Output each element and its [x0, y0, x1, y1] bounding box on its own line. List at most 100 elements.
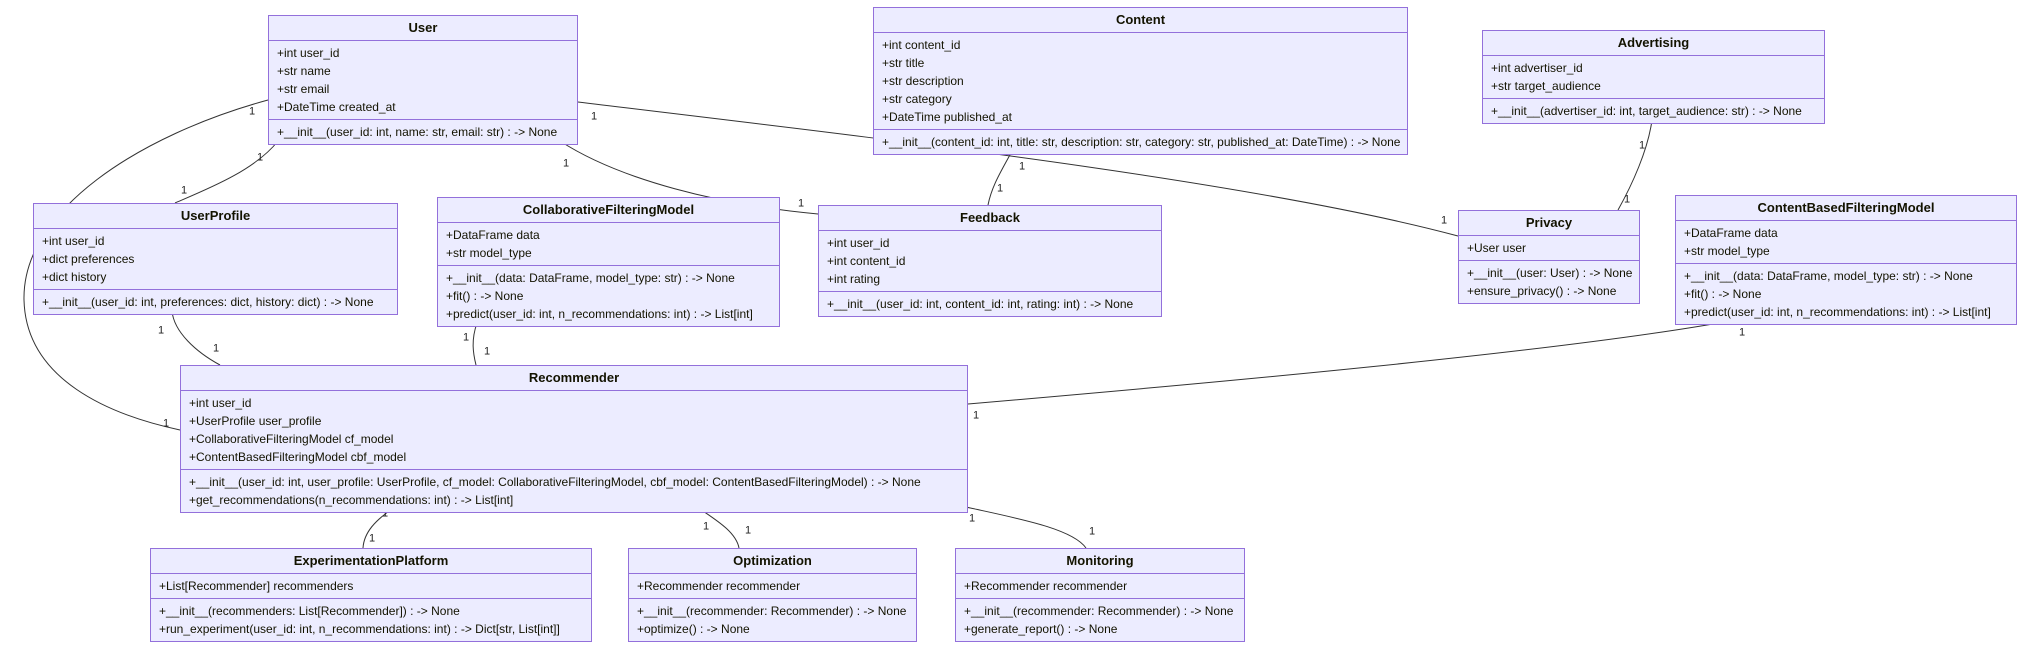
class-method: +__init__(recommender: Recommender) : ->…	[637, 604, 907, 618]
class-attribute: +int content_id	[882, 38, 961, 52]
multiplicity-label: 1	[1088, 525, 1096, 538]
class-attribute: +int user_id	[189, 396, 252, 410]
class-attribute: +DateTime published_at	[882, 110, 1012, 124]
class-attribute: +dict preferences	[42, 252, 135, 266]
edge-user-userprofile	[174, 140, 279, 204]
class-method: +__init__(user_id: int, content_id: int,…	[827, 297, 1134, 311]
methods-section: +__init__(recommender: Recommender) : ->…	[629, 599, 916, 641]
multiplicity-label: 1	[483, 345, 491, 358]
class-attribute: +DateTime created_at	[277, 100, 396, 114]
attributes-section: +Recommender recommender	[629, 574, 916, 599]
class-title: Optimization	[629, 549, 916, 574]
class-box-privacy: Privacy +User user +__init__(user: User)…	[1458, 210, 1640, 304]
class-box-experimentationplatform: ExperimentationPlatform +List[Recommende…	[150, 548, 592, 642]
class-method: +optimize() : -> None	[637, 622, 750, 636]
class-title: CollaborativeFilteringModel	[438, 198, 779, 223]
edge-user-privacy	[577, 101, 1459, 237]
methods-section: +__init__(data: DataFrame, model_type: s…	[438, 266, 779, 326]
attributes-section: +int user_id +str name +str email +DateT…	[269, 41, 577, 120]
attributes-section: +Recommender recommender	[956, 574, 1244, 599]
class-box-optimization: Optimization +Recommender recommender +_…	[628, 548, 917, 642]
class-attribute: +int user_id	[277, 46, 340, 60]
methods-section: +__init__(user: User) : -> None +ensure_…	[1459, 261, 1639, 303]
class-method: +__init__(user_id: int, preferences: dic…	[42, 295, 374, 309]
class-attribute: +str title	[882, 56, 925, 70]
class-attribute: +ContentBasedFilteringModel cbf_model	[189, 450, 407, 464]
edge-user-feedback	[559, 140, 819, 215]
class-box-collaborativefilteringmodel: CollaborativeFilteringModel +DataFrame d…	[437, 197, 780, 327]
multiplicity-label: 1	[1638, 139, 1646, 152]
class-box-recommender: Recommender +int user_id +UserProfile us…	[180, 365, 968, 513]
class-method: +__init__(data: DataFrame, model_type: s…	[446, 271, 735, 285]
class-title: User	[269, 16, 577, 41]
class-box-monitoring: Monitoring +Recommender recommender +__i…	[955, 548, 1245, 642]
class-attribute: +UserProfile user_profile	[189, 414, 322, 428]
class-attribute: +User user	[1467, 241, 1527, 255]
methods-section: +__init__(content_id: int, title: str, d…	[874, 130, 1407, 154]
multiplicity-label: 1	[972, 409, 980, 422]
class-attribute: +dict history	[42, 270, 107, 284]
class-title: UserProfile	[34, 204, 397, 229]
methods-section: +__init__(advertiser_id: int, target_aud…	[1483, 99, 1824, 123]
class-box-content: Content +int content_id +str title +str …	[873, 7, 1408, 155]
edge-userprofile-recommender	[171, 310, 221, 366]
multiplicity-label: 1	[590, 110, 598, 123]
class-attribute: +Recommender recommender	[637, 579, 801, 593]
attributes-section: +DataFrame data +str model_type	[438, 223, 779, 266]
class-method: +__init__(data: DataFrame, model_type: s…	[1684, 269, 1973, 283]
multiplicity-label: 1	[162, 417, 170, 430]
class-method: +__init__(recommender: Recommender) : ->…	[964, 604, 1234, 618]
methods-section: +__init__(user_id: int, content_id: int,…	[819, 292, 1161, 316]
class-method: +__init__(user: User) : -> None	[1467, 266, 1633, 280]
class-box-advertising: Advertising +int advertiser_id +str targ…	[1482, 30, 1825, 124]
class-method: +generate_report() : -> None	[964, 622, 1118, 636]
edge-user-recommender	[23, 99, 269, 431]
class-attribute: +str name	[277, 64, 331, 78]
class-attribute: +int content_id	[827, 254, 906, 268]
multiplicity-label: 1	[797, 197, 805, 210]
class-title: ContentBasedFilteringModel	[1676, 196, 2016, 221]
multiplicity-label: 1	[1738, 326, 1746, 339]
class-attribute: +DataFrame data	[446, 228, 540, 242]
class-box-user: User +int user_id +str name +str email +…	[268, 15, 578, 145]
class-attribute: +str email	[277, 82, 330, 96]
class-attribute: +int user_id	[42, 234, 105, 248]
methods-section: +__init__(recommenders: List[Recommender…	[151, 599, 591, 641]
attributes-section: +List[Recommender] recommenders	[151, 574, 591, 599]
class-attribute: +str model_type	[446, 246, 532, 260]
class-method: +predict(user_id: int, n_recommendations…	[446, 307, 753, 321]
class-attribute: +str category	[882, 92, 952, 106]
methods-section: +__init__(data: DataFrame, model_type: s…	[1676, 264, 2016, 324]
edge-cfm-recommender	[472, 322, 478, 366]
methods-section: +__init__(user_id: int, user_profile: Us…	[181, 470, 967, 512]
multiplicity-label: 1	[462, 331, 470, 344]
multiplicity-label: 1	[157, 324, 165, 337]
class-title: Recommender	[181, 366, 967, 391]
multiplicity-label: 1	[180, 184, 188, 197]
class-box-userprofile: UserProfile +int user_id +dict preferenc…	[33, 203, 398, 315]
multiplicity-label: 1	[248, 105, 256, 118]
attributes-section: +int content_id +str title +str descript…	[874, 33, 1407, 130]
class-title: Feedback	[819, 206, 1161, 231]
class-attribute: +int user_id	[827, 236, 890, 250]
class-method: +__init__(advertiser_id: int, target_aud…	[1491, 104, 1802, 118]
multiplicity-label: 1	[968, 512, 976, 525]
class-title: Advertising	[1483, 31, 1824, 56]
class-attribute: +str model_type	[1684, 244, 1770, 258]
class-title: Monitoring	[956, 549, 1244, 574]
class-title: Privacy	[1459, 211, 1639, 236]
multiplicity-label: 1	[702, 520, 710, 533]
class-method: +fit() : -> None	[446, 289, 524, 303]
edge-content-feedback	[987, 150, 1013, 206]
class-attribute: +int advertiser_id	[1491, 61, 1583, 75]
attributes-section: +int advertiser_id +str target_audience	[1483, 56, 1824, 99]
multiplicity-label: 1	[256, 151, 264, 164]
attributes-section: +int user_id +UserProfile user_profile +…	[181, 391, 967, 470]
edge-cbf-recommender	[967, 320, 1731, 405]
class-box-feedback: Feedback +int user_id +int content_id +i…	[818, 205, 1162, 317]
multiplicity-label: 1	[381, 507, 389, 520]
class-method: +ensure_privacy() : -> None	[1467, 284, 1617, 298]
class-attribute: +CollaborativeFilteringModel cf_model	[189, 432, 394, 446]
methods-section: +__init__(user_id: int, name: str, email…	[269, 120, 577, 144]
class-attribute: +List[Recommender] recommenders	[159, 579, 354, 593]
